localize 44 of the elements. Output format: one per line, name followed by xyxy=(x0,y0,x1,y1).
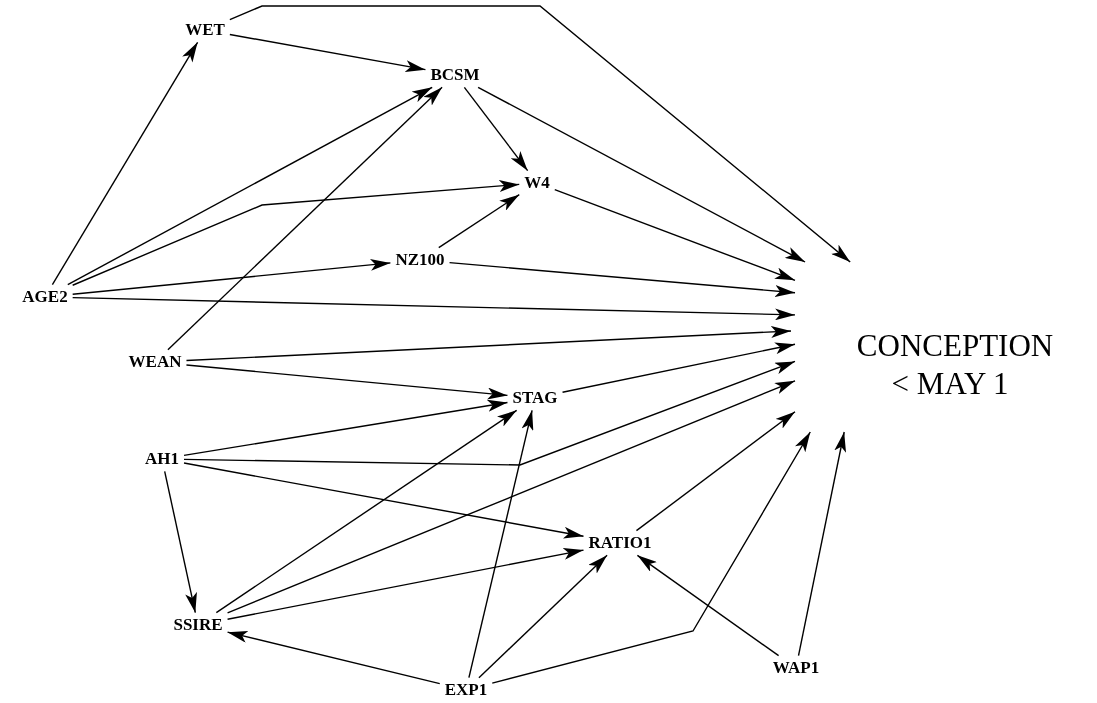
arrow xyxy=(71,296,796,321)
variable-label: EXP1 xyxy=(439,677,493,703)
arrow xyxy=(226,380,796,614)
outcome-sublabel: < MAY 1 xyxy=(891,368,1009,399)
arrow xyxy=(185,364,509,400)
arrow xyxy=(71,258,392,295)
arrow xyxy=(491,431,811,684)
variable-label: WEAN xyxy=(123,349,187,375)
variable-label: STAG xyxy=(507,385,563,411)
variable-label: AH1 xyxy=(140,446,184,472)
variable-label: SSIRE xyxy=(168,612,228,638)
arrow xyxy=(635,411,796,532)
variable-label: RATIO1 xyxy=(583,530,657,556)
arrow xyxy=(463,86,529,172)
arrow xyxy=(478,554,608,679)
arrow xyxy=(554,189,796,281)
arrow xyxy=(215,409,518,614)
arrow xyxy=(797,431,847,657)
variable-label: AGE2 xyxy=(17,284,73,310)
variable-label: WAP1 xyxy=(767,655,825,681)
arrow xyxy=(183,399,509,457)
arrow xyxy=(561,342,796,393)
arrow xyxy=(71,180,520,286)
variable-label: NZ100 xyxy=(390,247,450,273)
arrow xyxy=(226,631,441,685)
arrow xyxy=(477,86,806,263)
arrow xyxy=(167,86,443,351)
arrow xyxy=(229,5,851,263)
arrow xyxy=(636,554,780,657)
variable-label: BCSM xyxy=(425,62,485,88)
arrow xyxy=(229,33,427,73)
arrow xyxy=(164,470,197,614)
arrow xyxy=(185,326,792,362)
arrow xyxy=(67,86,433,286)
arrow xyxy=(183,462,585,539)
arrow xyxy=(438,194,520,249)
arrow xyxy=(183,360,796,466)
arrow xyxy=(51,41,199,286)
arrow xyxy=(226,548,585,620)
outcome-label: CONCEPTION xyxy=(856,330,1054,361)
arrow xyxy=(448,261,796,297)
variable-label: W4 xyxy=(519,170,555,196)
arrow xyxy=(468,409,534,679)
variable-label: WET xyxy=(180,17,230,43)
